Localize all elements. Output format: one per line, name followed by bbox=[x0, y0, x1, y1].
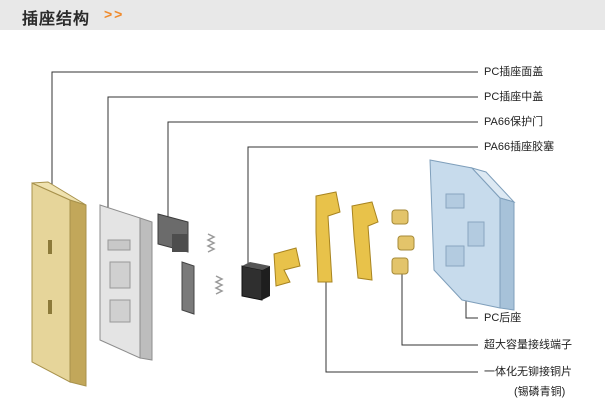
leader-lines bbox=[51, 71, 478, 373]
section-header: 插座结构 >> bbox=[0, 0, 605, 30]
label-terminal: 超大容量接线端子 bbox=[484, 339, 572, 351]
label-face-cover: PC插座面盖 bbox=[484, 66, 544, 78]
protect-door-part bbox=[157, 213, 195, 315]
label-copper-material: (锡磷青铜) bbox=[514, 386, 566, 398]
label-protect-door: PA66保护门 bbox=[484, 116, 544, 128]
face-cover-part bbox=[31, 181, 87, 387]
section-title: 插座结构 bbox=[22, 11, 91, 28]
label-rear-base: PC后座 bbox=[484, 312, 522, 324]
leader-face-cover bbox=[51, 71, 478, 195]
rear-base-part bbox=[429, 159, 516, 311]
label-rubber-plug: PA66插座胶塞 bbox=[484, 141, 555, 153]
leader-middle-cover bbox=[107, 96, 478, 212]
leader-rubber-plug bbox=[247, 146, 478, 266]
leader-copper-sheet bbox=[325, 260, 478, 373]
label-copper-sheet: 一体化无铆接铜片 bbox=[484, 366, 572, 378]
copper-sheet-part bbox=[273, 191, 379, 287]
terminal-part bbox=[391, 209, 415, 275]
spring-parts bbox=[206, 233, 224, 295]
leader-protect-door bbox=[167, 121, 478, 222]
rubber-plug-part bbox=[241, 262, 270, 301]
exploded-diagram bbox=[31, 71, 516, 387]
leader-terminal bbox=[401, 272, 478, 346]
chevron-icon: >> bbox=[104, 6, 125, 22]
label-middle-cover: PC插座中盖 bbox=[484, 91, 544, 103]
middle-cover-part bbox=[99, 204, 153, 361]
